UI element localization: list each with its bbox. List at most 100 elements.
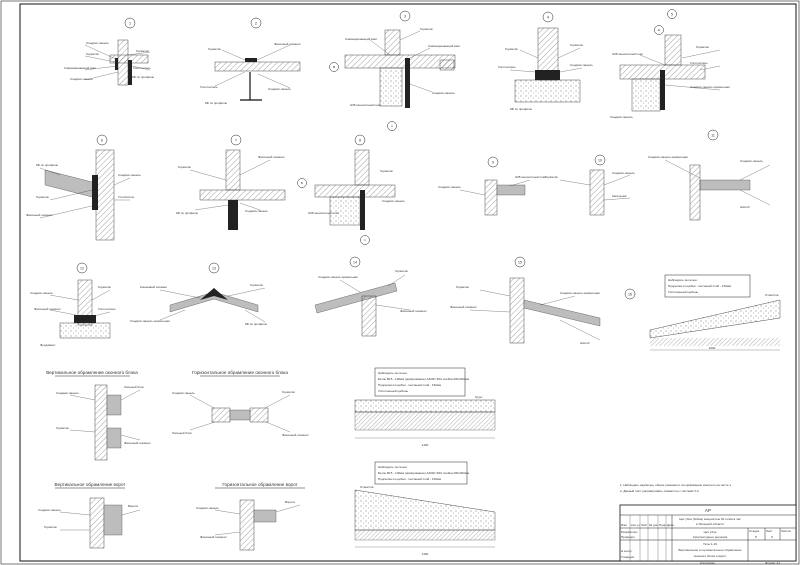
- node-14-label: 14: [353, 261, 357, 265]
- axis-1b: 1: [364, 238, 366, 242]
- node-16: 16 Наблюдать за сетью: Подсыпка из щебня…: [624, 274, 781, 351]
- c1-screw: Самонарезающий винт: [64, 66, 97, 70]
- cw2-fix: Фасонный элемент: [282, 433, 309, 437]
- c1-sealant2: Герметик: [136, 49, 149, 53]
- fs1-title: Наблюдать за сетью:: [378, 371, 408, 375]
- c12-sealant: Герметик: [98, 285, 111, 289]
- c4-kr: КФ по профилю: [510, 107, 533, 111]
- c8-sandwich: Сэндвич-панель: [382, 199, 405, 203]
- subtitle-2: Архитектурные решения: [693, 535, 728, 539]
- c13-ridge: Коньковый элемент: [140, 285, 168, 289]
- c6-sandwich: Сэндвич-панель: [118, 173, 141, 177]
- c12-tape: Уплотнитель: [98, 307, 116, 311]
- c6-kr: КФ по профилю: [36, 163, 59, 167]
- c3-sandwich: Сэндвич-панель: [432, 91, 455, 95]
- c11-roof: Сэндвич-панель кровельная: [648, 155, 688, 159]
- title-block: АР Изм. Кол.уч Лист № док Подп. Дата Раз…: [619, 504, 797, 565]
- node-1: 1 Сэндвич-панель Герметик Самонарезающий…: [64, 17, 155, 86]
- stage-label: Стадия: [749, 529, 760, 533]
- c2-sandwich: Сэндвич-панель: [268, 87, 291, 91]
- node-10-label: 10: [598, 159, 602, 163]
- c15-gutter: Желоб: [580, 341, 590, 345]
- subtitle-1: Цех убоя: [704, 530, 717, 534]
- node-12-label: 12: [80, 267, 84, 271]
- node-2: 2 Герметик Фасонный элемент Уплотнитель …: [200, 17, 301, 105]
- detail-1: Узлы 1-19: [703, 542, 717, 546]
- stamp-col-1: Кол.уч: [631, 523, 640, 527]
- section-gate-vert: Вертикальное обрамление ворот Сэндвич-па…: [38, 482, 141, 549]
- c14-fix: Фасонный элемент: [400, 309, 427, 313]
- c11-gutter: Желоб: [740, 205, 750, 209]
- title-win-horiz: Горизонтальное обрамление оконного блока: [192, 370, 288, 375]
- fs1-dim: 1400: [422, 443, 429, 447]
- c4-tape: Уплотнитель: [498, 65, 516, 69]
- c5-sealant: Герметик: [696, 45, 709, 49]
- c10-sealant: Герметик: [545, 175, 558, 179]
- stamp-row-5: Утвердил: [621, 555, 635, 559]
- f16-title: Наблюдать за сетью:: [668, 278, 698, 282]
- c1-tape: Уплотнитель: [133, 66, 151, 70]
- fs1-l2: Подсыпка из щебня - песчаный слой - 150м…: [378, 383, 441, 387]
- c11-sandwich: Сэндвич-панель: [740, 159, 763, 163]
- node-4: 4 Герметик Герметик Уплотнитель Сэндвич-…: [498, 11, 593, 111]
- c7-fix: Фасонный элемент: [258, 155, 285, 159]
- c14-sealant: Герметик: [395, 269, 408, 273]
- cw2-window: Оконный блок: [172, 431, 192, 435]
- c6-fix: Фасонный элемент: [26, 213, 53, 217]
- node-9-label: 9: [492, 161, 494, 165]
- node-3: 3 М 1 Ж/Б монолитный пояс Самонарезающий…: [329, 10, 461, 131]
- stamp-col-4: Подп.: [659, 523, 667, 527]
- cg1-sandwich: Сэндвич-панель: [38, 508, 61, 512]
- stamp-col-3: № док: [649, 523, 658, 527]
- stamp-row-1: Проверил: [621, 535, 635, 539]
- c7-kr: КФ по профилю: [176, 211, 199, 215]
- title-win-vert: Вертикальное обрамление оконного блока: [46, 370, 138, 375]
- c2-tape: Уплотнитель: [200, 85, 218, 89]
- inner-frame: [19, 3, 797, 562]
- floor-section-2: Наблюдать за сетью: Бетон В15 - 100мм (а…: [354, 461, 496, 556]
- c9-rc: Ж/Б монолитный пояс: [515, 175, 546, 179]
- project-title-1: Цех убоя (бойня) мощностью 60 голов в ча…: [679, 517, 741, 521]
- c3-screw: Самонарезающий винт: [345, 37, 378, 41]
- c13-sealant: Герметик: [250, 283, 263, 287]
- c7-sandwich: Сэндвич-панель: [245, 209, 268, 213]
- stamp-col-5: Дата: [667, 523, 674, 527]
- stamp-row-4: Н.контр.: [621, 549, 633, 553]
- floor-section-1: Наблюдать за сетью: Бетон В15 - 100мм (а…: [354, 367, 496, 447]
- c6-insul: Утеплитель: [118, 195, 135, 199]
- node-16-label: 16: [628, 293, 632, 297]
- c12-found: Фундамент: [40, 343, 56, 347]
- c13-kr: КФ по профилю: [245, 322, 268, 326]
- detail-3: оконного блока и ворот: [694, 554, 727, 558]
- sheet-value: 5: [771, 535, 773, 539]
- title-gate-horiz: Горизонтальное обрамление ворот: [222, 482, 298, 487]
- cg2-sandwich: Сэндвич-панель: [196, 506, 219, 510]
- node-15-label: 15: [518, 261, 522, 265]
- axis-1: 1: [391, 124, 393, 128]
- c1-sandwich: Сэндвич-панель: [86, 41, 109, 45]
- cw1-sealant: Герметик: [56, 426, 69, 430]
- c3-screw2: Самонарезающий винт: [428, 44, 461, 48]
- fs1-l1: Бетон В15 - 100мм (армирование) А400С Ф1…: [378, 377, 469, 381]
- node-2-label: 2: [255, 22, 257, 26]
- fs2-l2: Подсыпка из щебня - песчаный слой - 150м…: [378, 477, 441, 481]
- c14-roof: Сэндвич-панель кровельная: [318, 275, 358, 279]
- c1-kr: КФ по профилю: [132, 75, 155, 79]
- c4-sealant2: Герметик: [570, 43, 583, 47]
- node-6-label: 6: [101, 139, 103, 143]
- node-3-label: 3: [404, 15, 406, 19]
- node-6: 6 КФ по профилю Герметик Фасонный элемен…: [26, 134, 141, 241]
- node-5: 5 Е Ж/Б монолитный пояс Герметик Уплотни…: [610, 9, 730, 119]
- node-12: 12 Сэндвич-панель Герметик Фасонный элем…: [30, 262, 116, 347]
- f16-dim: 1000: [709, 346, 716, 350]
- node-10: 10 Герметик Сэндвич-панель Капельник: [545, 154, 635, 216]
- frame-tag: АР: [705, 508, 711, 513]
- project-title-2: в Липецкой области: [696, 522, 724, 526]
- c5-roof: Сэндвич-панель кровельная: [690, 85, 730, 89]
- stage-value: Р: [755, 535, 757, 539]
- c5-tape: Уплотнитель: [690, 61, 708, 65]
- cw2-sealant: Герметик: [282, 390, 295, 394]
- c12-sandwich: Сэндвич-панель: [30, 291, 53, 295]
